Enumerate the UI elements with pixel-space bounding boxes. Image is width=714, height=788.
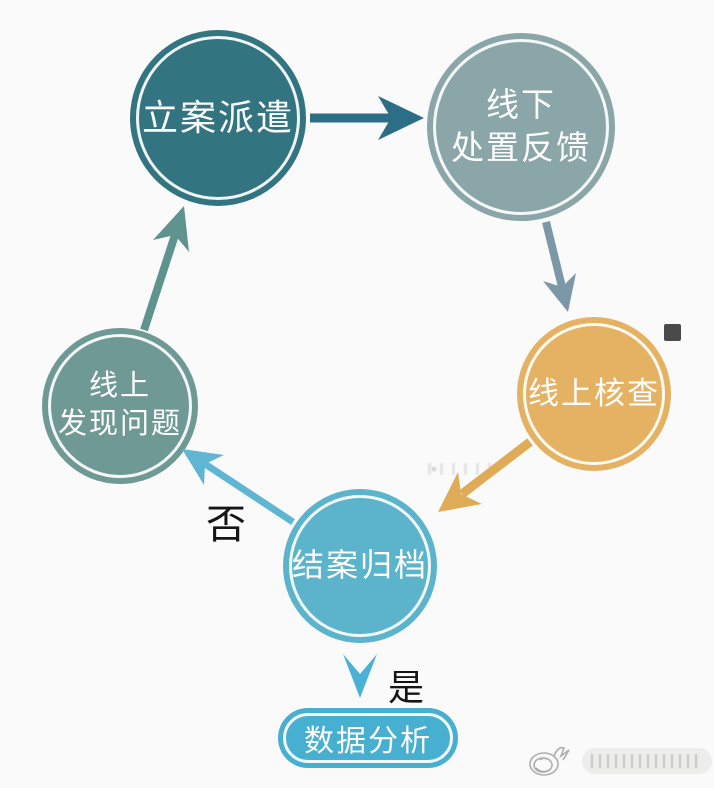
watermark-doodle-icon (529, 746, 570, 776)
arrowhead-dispatch-to-offline (378, 96, 424, 140)
node-online-discover-line1: 线上 (88, 370, 151, 403)
node-online-discover: 线上 发现问题 (42, 328, 198, 484)
node-data-analysis-label: 数据分析 (304, 725, 432, 758)
node-offline-feedback: 线下 处置反馈 (427, 33, 615, 221)
node-data-analysis: 数据分析 (278, 708, 458, 768)
dark-square-decoration (664, 324, 681, 341)
watermark-text-scribble (582, 748, 712, 774)
arrowhead-archive-to-discover (182, 449, 224, 485)
arrowhead-verify-to-archive (438, 472, 482, 512)
node-case-archive: 结案归档 (283, 489, 437, 643)
arrow-offline-to-verify (542, 221, 566, 288)
edge-label-yes: 是 (388, 667, 425, 708)
arrowhead-archive-to-analysis (343, 654, 377, 698)
arrowhead-offline-to-verify (543, 273, 576, 312)
arrowhead-discover-to-dispatch (153, 206, 189, 252)
node-online-verify-label: 线上核查 (528, 375, 660, 411)
node-offline-feedback-line2: 处置反馈 (451, 129, 591, 166)
edge-label-no: 否 (206, 503, 246, 547)
watermark (524, 738, 714, 782)
node-case-archive-label: 结案归档 (291, 547, 428, 584)
node-case-dispatch-label: 立案派遣 (141, 96, 294, 138)
node-online-discover-line2: 发现问题 (57, 408, 182, 440)
node-online-verify: 线上核查 (517, 317, 671, 471)
node-offline-feedback-line1: 线下 (486, 86, 556, 124)
node-case-dispatch: 立案派遣 (130, 30, 306, 206)
faint-smudge (428, 463, 494, 475)
arrow-discover-to-dispatch (140, 233, 179, 332)
